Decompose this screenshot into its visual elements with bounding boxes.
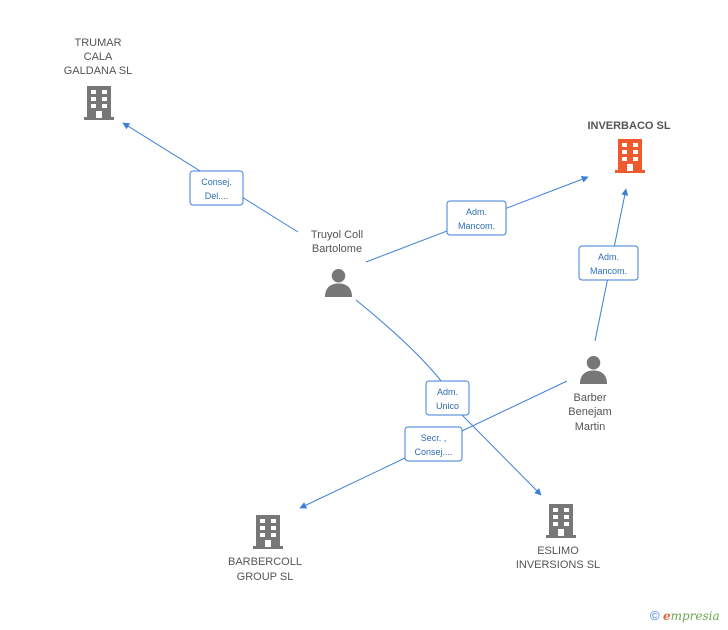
relation-label: Adm. bbox=[437, 387, 458, 397]
node-label: Benejam bbox=[568, 406, 611, 418]
node-inverbaco[interactable]: INVERBACO SL bbox=[587, 120, 671, 173]
node-label: ESLIMO bbox=[537, 545, 579, 557]
node-barber[interactable]: Barber Benejam Martin bbox=[568, 355, 612, 433]
node-label: BARBERCOLL bbox=[228, 556, 302, 568]
building-icon bbox=[253, 515, 283, 549]
person-icon bbox=[324, 268, 353, 297]
relation-label: Adm. bbox=[598, 252, 619, 262]
relation-label: Consej.... bbox=[414, 447, 452, 457]
node-eslimo[interactable]: ESLIMO INVERSIONS SL bbox=[516, 504, 600, 571]
node-label: INVERSIONS SL bbox=[516, 559, 600, 571]
node-truyol[interactable]: Truyol Coll Bartolome bbox=[311, 229, 363, 297]
node-label: INVERBACO SL bbox=[587, 120, 670, 132]
relation-barber-inverbaco[interactable]: Adm. Mancom. bbox=[578, 245, 639, 281]
relation-truyol-eslimo[interactable]: Adm. Unico bbox=[425, 380, 470, 416]
brand-logo-initial: e bbox=[662, 609, 671, 623]
relation-label: Mancom. bbox=[458, 221, 495, 231]
relation-label: Secr. , bbox=[421, 433, 447, 443]
building-icon bbox=[615, 139, 645, 173]
brand-logo-text: mpresia bbox=[670, 609, 720, 623]
relation-barber-barbercoll[interactable]: Secr. , Consej.... bbox=[404, 426, 463, 462]
node-barbercoll[interactable]: BARBERCOLL GROUP SL bbox=[228, 515, 302, 583]
relation-label: Adm. bbox=[466, 207, 487, 217]
building-icon bbox=[84, 86, 114, 120]
node-label: GROUP SL bbox=[237, 571, 294, 583]
node-label: CALA bbox=[84, 51, 113, 63]
node-label: Bartolome bbox=[312, 243, 362, 255]
relation-truyol-inverbaco[interactable]: Adm. Mancom. bbox=[446, 200, 507, 236]
node-label: Martin bbox=[575, 421, 606, 433]
node-trumar[interactable]: TRUMAR CALA GALDANA SL bbox=[64, 37, 132, 120]
node-label: Truyol Coll bbox=[311, 229, 363, 241]
relation-label: Del.... bbox=[205, 191, 229, 201]
building-icon bbox=[546, 504, 576, 538]
copyright-icon: © bbox=[650, 608, 660, 623]
relation-truyol-trumar[interactable]: Consej. Del.... bbox=[189, 170, 244, 206]
relation-label: Unico bbox=[436, 401, 459, 411]
brand-credit[interactable]: © empresia bbox=[650, 608, 720, 623]
person-icon bbox=[579, 355, 608, 384]
node-label: Barber bbox=[573, 392, 606, 404]
node-label: TRUMAR bbox=[74, 37, 121, 49]
relation-label: Consej. bbox=[201, 177, 232, 187]
relation-label: Mancom. bbox=[590, 266, 627, 276]
node-label: GALDANA SL bbox=[64, 65, 132, 77]
